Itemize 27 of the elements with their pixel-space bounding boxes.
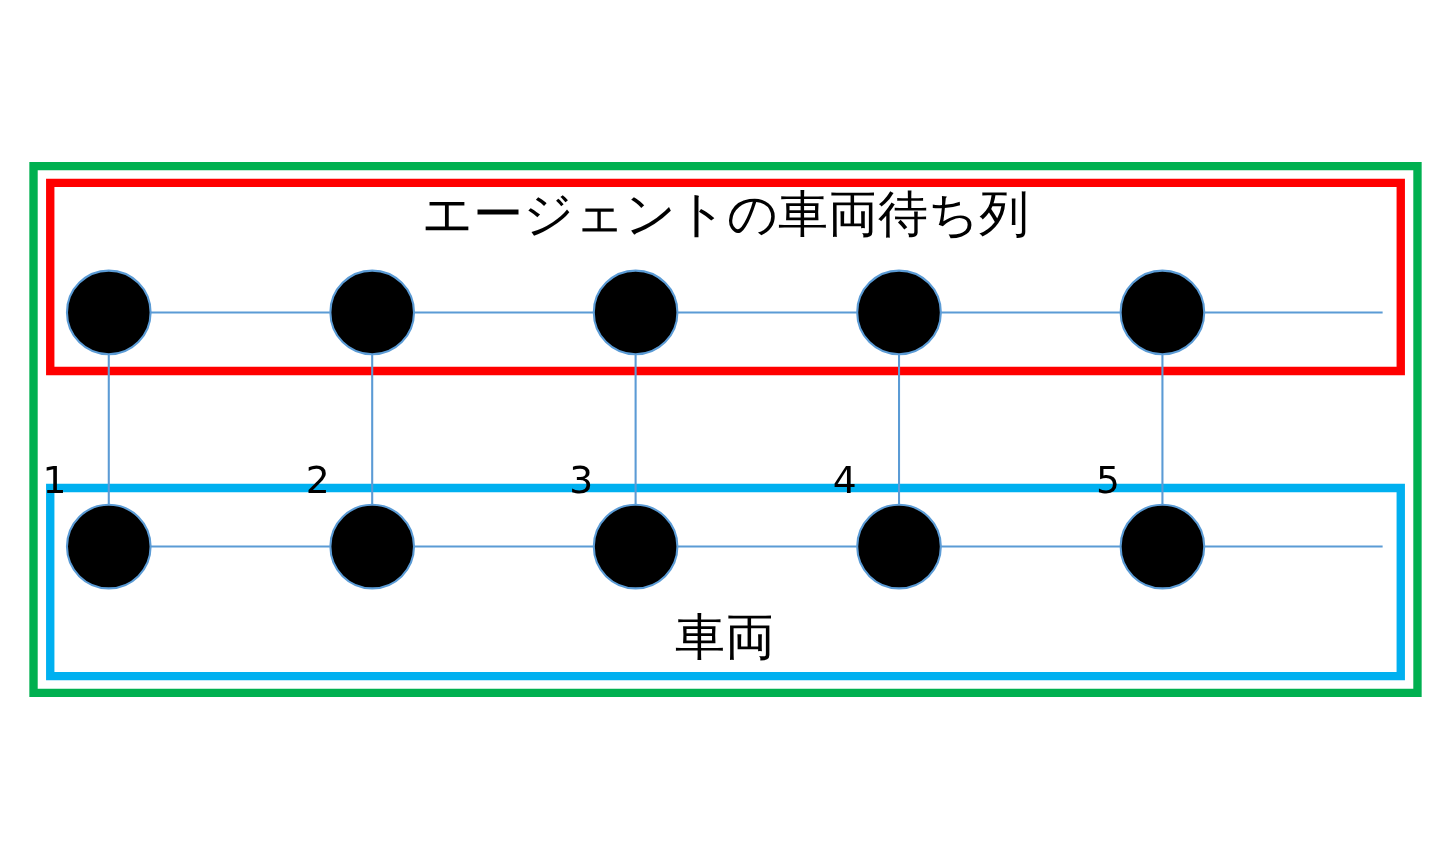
connector: [677, 545, 857, 548]
cluster: [29, 161, 1422, 697]
node-circle: [1119, 503, 1206, 589]
connector: [107, 354, 110, 504]
node-circle: [65, 269, 152, 355]
connector: [1161, 354, 1164, 504]
connector: [897, 354, 901, 504]
node-circle: [856, 269, 942, 355]
connector: [371, 354, 374, 504]
connector: [941, 545, 1121, 548]
connector: [677, 310, 857, 313]
connector: [414, 545, 594, 548]
connector: [150, 310, 330, 313]
node-circle: [856, 503, 942, 589]
node-circle: [329, 269, 416, 355]
node-circle: [65, 503, 152, 589]
connector: [1204, 545, 1383, 548]
connector: [150, 545, 330, 548]
connector: [1204, 310, 1383, 313]
connector: [941, 310, 1121, 313]
connector: [414, 310, 594, 313]
connector: [634, 354, 637, 504]
node-circle: [592, 269, 679, 355]
node-circle: [592, 503, 679, 589]
cluster: エージェントの車両待ち列: [46, 178, 1405, 375]
node-circle: [329, 503, 416, 589]
node-circle: [1119, 269, 1206, 355]
